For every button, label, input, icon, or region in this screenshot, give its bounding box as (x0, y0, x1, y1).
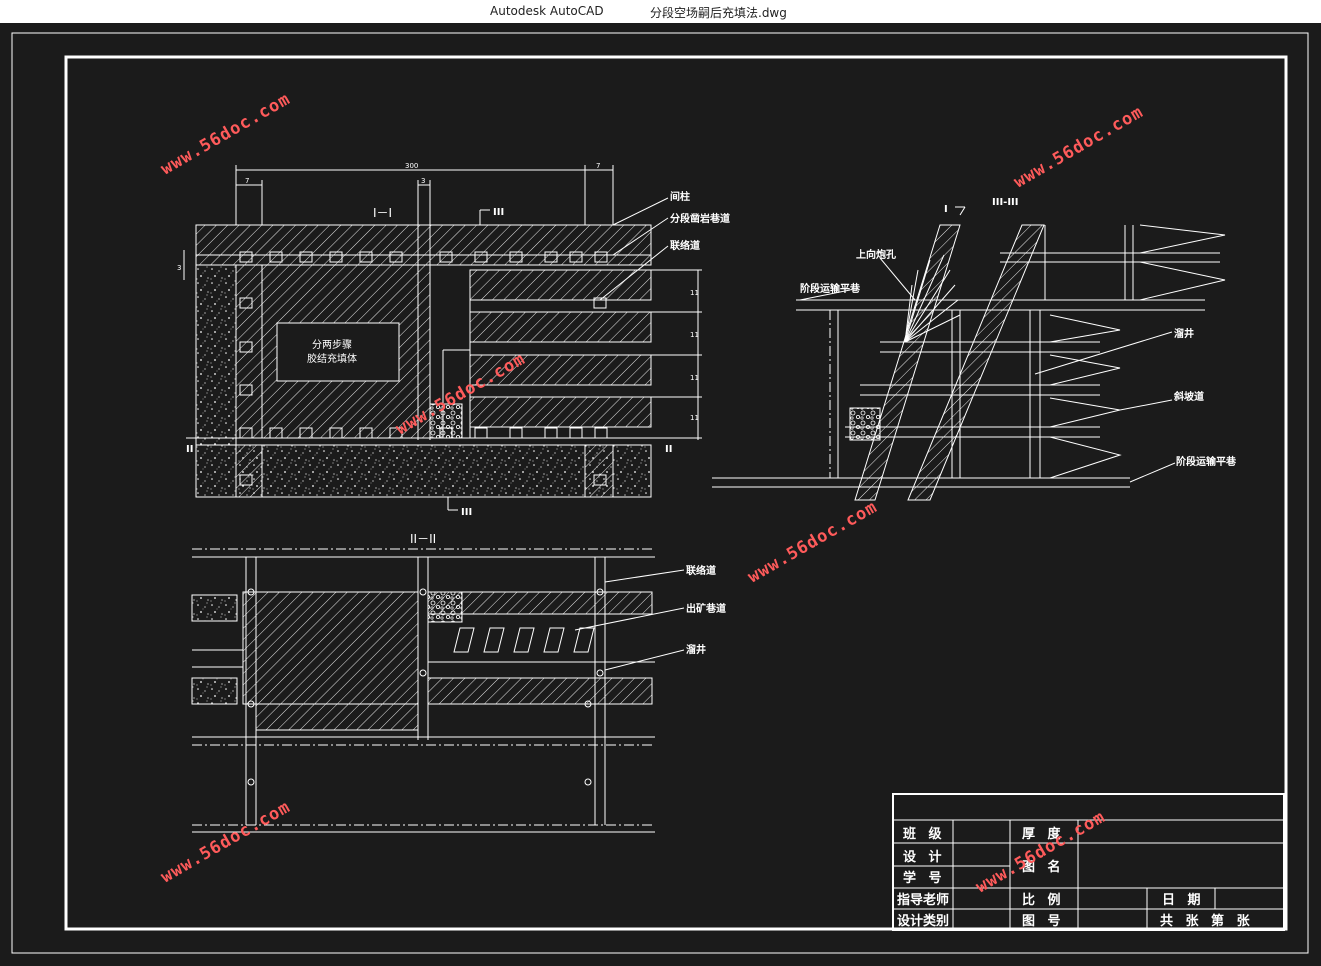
dim-mid: 3 (421, 177, 425, 185)
label-connecting-drift: 联络道 (670, 239, 700, 252)
dim-vertical-1: 11 (690, 289, 699, 297)
section-3-3-text: III-III I 上向炮孔 阶段运输平巷 溜井 斜坡道 阶段运输平巷 (800, 197, 1237, 468)
section-3-3-title: III-III (992, 197, 1018, 208)
tb-thickness: 厚 度 (1022, 826, 1065, 842)
tb-category: 设计类别 (897, 913, 949, 929)
section-1-1-text: I－I III III II II 300 7 3 7 3 11 11 11 1… (177, 162, 730, 518)
side-marker-left: II (186, 444, 193, 455)
dim-total: 300 (405, 162, 418, 170)
cut-marker-iii-bottom: III (461, 507, 472, 518)
label-pillar: 间柱 (670, 190, 690, 203)
section-3-3 (712, 206, 1226, 501)
dim-right: 7 (596, 162, 600, 170)
watermark-4: www.56doc.com (745, 497, 881, 587)
tb-student-no: 学 号 (903, 870, 946, 886)
section-1-1 (183, 165, 702, 511)
drift-row-top (239, 251, 608, 263)
drawing-canvas[interactable]: I－I III III II II 300 7 3 7 3 11 11 11 1… (0, 23, 1321, 962)
label-ore-pass-3: 溜井 (1174, 327, 1194, 340)
tb-advisor: 指导老师 (897, 892, 949, 908)
cad-drawing[interactable]: I－I III III II II 300 7 3 7 3 11 11 11 1… (0, 23, 1321, 962)
fill-text-line-1: 分两步骤 (312, 339, 352, 351)
document-name: 分段空场嗣后充填法.dwg (650, 6, 787, 20)
dim-left: 7 (245, 177, 249, 185)
tb-class: 班 级 (903, 826, 946, 842)
label-upward-holes: 上向炮孔 (856, 248, 896, 261)
watermark-1: www.56doc.com (158, 89, 294, 179)
label-connecting-drift-2: 联络道 (686, 564, 716, 577)
section-2-2-text: II－II 联络道 出矿巷道 溜井 (410, 532, 726, 656)
drift-row-bottom (239, 427, 608, 439)
dim-left-vertical: 3 (177, 264, 181, 272)
tb-drawing-no: 图 号 (1022, 914, 1065, 929)
label-sublevel-drilling-drift: 分段凿岩巷道 (670, 212, 730, 225)
section-2-2 (191, 548, 685, 833)
dim-vertical-2: 11 (690, 331, 699, 339)
tb-sheets: 共 张 第 张 (1160, 913, 1254, 929)
label-ore-pass: 溜井 (686, 643, 706, 656)
watermark-5: www.56doc.com (158, 797, 294, 887)
dim-vertical-4: 11 (690, 414, 699, 422)
label-level-haulage-top: 阶段运输平巷 (800, 282, 861, 295)
label-ramp: 斜坡道 (1173, 390, 1204, 403)
cut-marker-iii-top: III (493, 207, 504, 218)
dim-vertical-3: 11 (690, 374, 699, 382)
tb-drawing-name: 图 名 (1022, 859, 1065, 875)
tb-scale: 比 例 (1022, 892, 1065, 908)
tb-date: 日 期 (1162, 893, 1205, 908)
title-block-text: 班 级 设 计 学 号 指导老师 设计类别 厚 度 图 名 比 例 图 号 日 … (897, 826, 1254, 929)
drawing-frame (11, 32, 1309, 954)
window-title-bar: Autodesk AutoCAD 分段空场嗣后充填法.dwg (0, 0, 1321, 23)
fill-text-line-2: 胶结充填体 (307, 352, 357, 365)
watermark-2: www.56doc.com (1011, 102, 1147, 192)
label-level-haulage-bottom: 阶段运输平巷 (1176, 455, 1237, 468)
section-2-2-title: II－II (410, 532, 436, 546)
label-draw-drift: 出矿巷道 (686, 602, 726, 615)
tb-design: 设 计 (903, 849, 946, 865)
section-1-1-title: I－I (373, 206, 392, 220)
app-name: Autodesk AutoCAD (490, 4, 604, 18)
cut-marker-i: I (944, 204, 948, 215)
side-marker-right: II (665, 444, 672, 455)
title-block (892, 793, 1285, 931)
watermark-6: www.56doc.com (973, 807, 1109, 897)
